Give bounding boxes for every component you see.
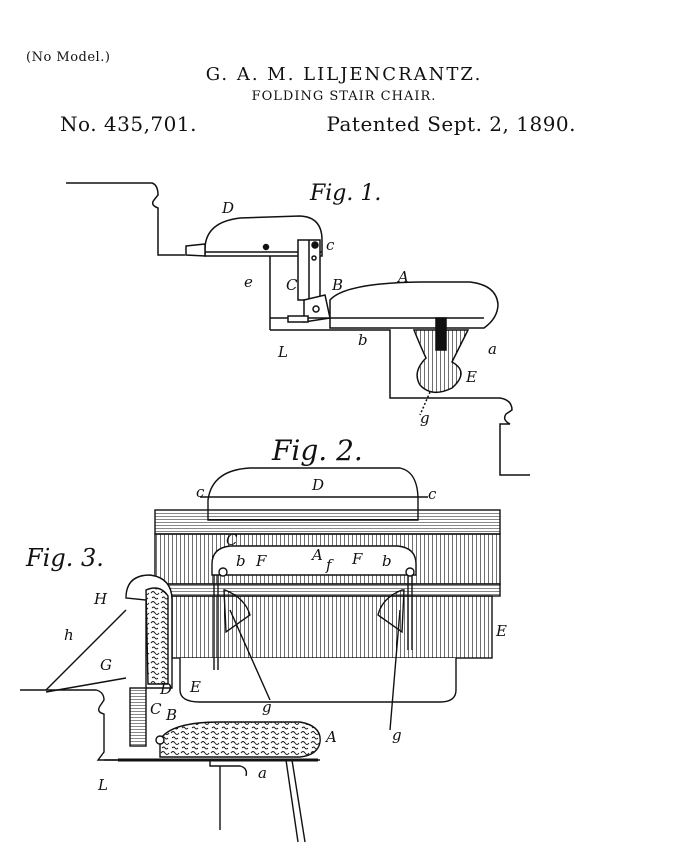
fig2-label: F bbox=[351, 550, 363, 568]
inventor-name: G. A. M. LILJENCRANTZ. bbox=[205, 64, 483, 85]
fig2-label: D bbox=[311, 476, 324, 494]
fig1-label: e bbox=[244, 273, 253, 291]
fig1-seat-a bbox=[329, 281, 499, 329]
fig2-label: b bbox=[382, 552, 392, 570]
fig3-label: h bbox=[64, 626, 74, 644]
fig3-label: a bbox=[258, 764, 267, 782]
fig3-label: A bbox=[324, 728, 337, 746]
fig2-label: E bbox=[495, 622, 507, 640]
figure-2 bbox=[154, 467, 501, 731]
fig2-label: g bbox=[262, 698, 272, 716]
fig2-label: A bbox=[310, 546, 323, 564]
fig2-lower-riser bbox=[171, 595, 493, 659]
fig2-label: c bbox=[428, 485, 437, 503]
fig1-bracket-e bbox=[412, 329, 470, 394]
fig1-label: L bbox=[277, 343, 288, 361]
figure-3 bbox=[20, 574, 321, 843]
fig3-label: C bbox=[150, 700, 162, 718]
fig2-label: C bbox=[226, 531, 238, 549]
fig3-label: L bbox=[97, 776, 108, 794]
patent-number: No. 435,701. bbox=[60, 112, 197, 136]
fig2-stair-nosing bbox=[154, 509, 501, 535]
fig2-label: E bbox=[189, 678, 201, 696]
fig1-label: E bbox=[465, 368, 477, 386]
fig2-seat-a bbox=[211, 545, 417, 576]
figure-1 bbox=[66, 182, 530, 476]
fig1-label: a bbox=[488, 340, 497, 358]
fig2-back-d bbox=[207, 467, 419, 521]
fig1-label: g bbox=[420, 409, 430, 427]
fig2-label: F bbox=[255, 552, 267, 570]
fig3-label: D bbox=[159, 680, 172, 698]
fig3-caption: Fig. 3. bbox=[25, 544, 104, 572]
fig2-label: b bbox=[236, 552, 246, 570]
patent-title: FOLDING STAIR CHAIR. bbox=[251, 89, 437, 104]
fig1-label: A bbox=[396, 268, 409, 286]
fig1-caption: Fig. 1. bbox=[309, 181, 381, 206]
fig1-label: D bbox=[221, 199, 234, 217]
fig3-label: G bbox=[100, 656, 112, 674]
fig2-label: f bbox=[325, 556, 334, 574]
fig1-riser bbox=[270, 329, 530, 476]
model-note: (No Model.) bbox=[26, 50, 111, 65]
fig3-label: B bbox=[165, 706, 177, 724]
fig1-upper-step bbox=[66, 182, 185, 256]
fig2-bracket-left bbox=[223, 589, 251, 634]
fig3-seat-a bbox=[159, 721, 321, 758]
fig3-label: H bbox=[93, 590, 108, 608]
fig1-label: c bbox=[326, 236, 335, 254]
fig1-back-d bbox=[204, 215, 323, 257]
fig3-stair bbox=[20, 689, 320, 761]
fig3-post-c bbox=[129, 687, 147, 747]
fig2-caption: Fig. 2. bbox=[271, 434, 363, 467]
fig1-label: C bbox=[286, 276, 298, 294]
fig1-label: b bbox=[358, 331, 368, 349]
patent-date: Patented Sept. 2, 1890. bbox=[326, 112, 576, 136]
fig2-label: g bbox=[392, 726, 402, 744]
fig3-strut-h bbox=[45, 609, 127, 691]
fig2-label: c bbox=[196, 483, 205, 501]
fig1-label: B bbox=[331, 276, 343, 294]
